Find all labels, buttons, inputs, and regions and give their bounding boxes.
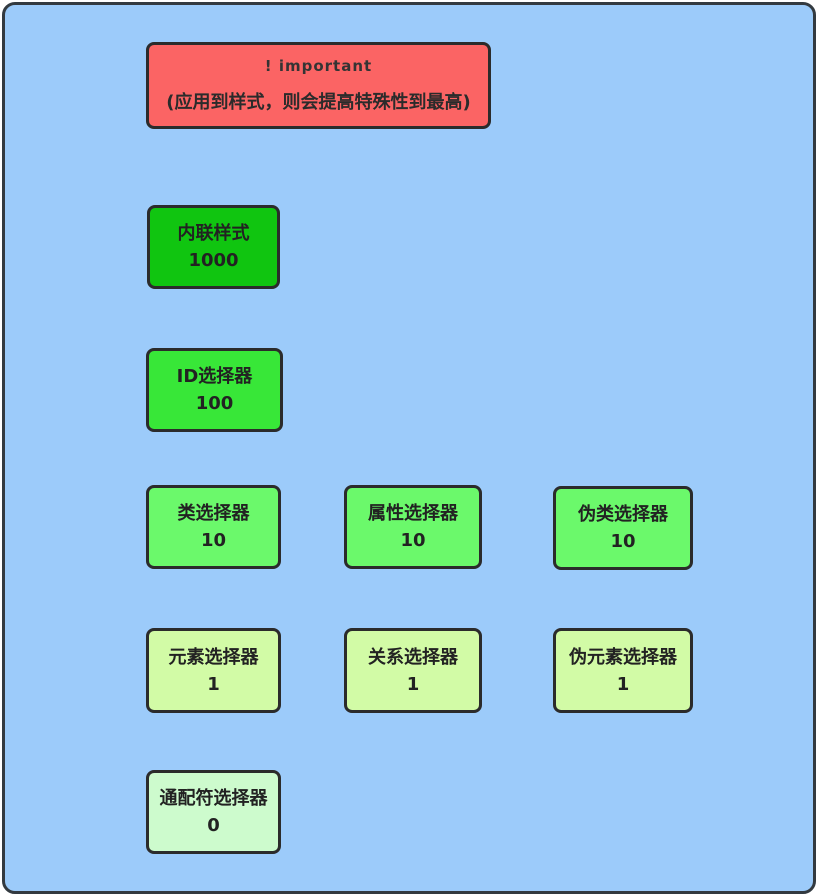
inline-style-box: 内联样式 1000	[147, 205, 280, 289]
pseudo-class-selector-value: 10	[610, 531, 636, 552]
attribute-selector-value: 10	[400, 530, 426, 551]
relational-selector-label: 关系选择器	[368, 646, 458, 668]
pseudo-class-selector-label: 伪类选择器	[578, 504, 668, 525]
id-selector-value: 100	[195, 393, 234, 414]
pseudo-class-selector-box: 伪类选择器 10	[553, 486, 693, 570]
class-selector-box: 类选择器 10	[146, 485, 281, 569]
attribute-selector-box: 属性选择器 10	[344, 485, 482, 569]
element-selector-label: 元素选择器	[168, 646, 259, 668]
id-selector-label: ID选择器	[176, 366, 253, 387]
important-title: ! important	[264, 57, 373, 76]
pseudo-element-selector-value: 1	[616, 673, 630, 695]
inline-style-label: 内联样式	[177, 223, 250, 244]
relational-selector-box: 关系选择器 1	[344, 628, 482, 713]
id-selector-box: ID选择器 100	[146, 348, 283, 432]
universal-selector-box: 通配符选择器 0	[146, 770, 281, 854]
important-box: ! important (应用到样式，则会提高特殊性到最高)	[146, 42, 491, 129]
universal-selector-value: 0	[207, 815, 220, 836]
pseudo-element-selector-box: 伪元素选择器 1	[553, 628, 693, 713]
important-subtitle: (应用到样式，则会提高特殊性到最高)	[166, 91, 471, 113]
inline-style-value: 1000	[188, 250, 239, 271]
element-selector-box: 元素选择器 1	[146, 628, 281, 713]
class-selector-value: 10	[200, 530, 227, 551]
attribute-selector-label: 属性选择器	[368, 503, 458, 524]
pseudo-element-selector-label: 伪元素选择器	[569, 646, 677, 668]
class-selector-label: 类选择器	[177, 503, 250, 524]
element-selector-value: 1	[207, 673, 220, 695]
relational-selector-value: 1	[406, 673, 420, 695]
universal-selector-label: 通配符选择器	[159, 788, 268, 809]
